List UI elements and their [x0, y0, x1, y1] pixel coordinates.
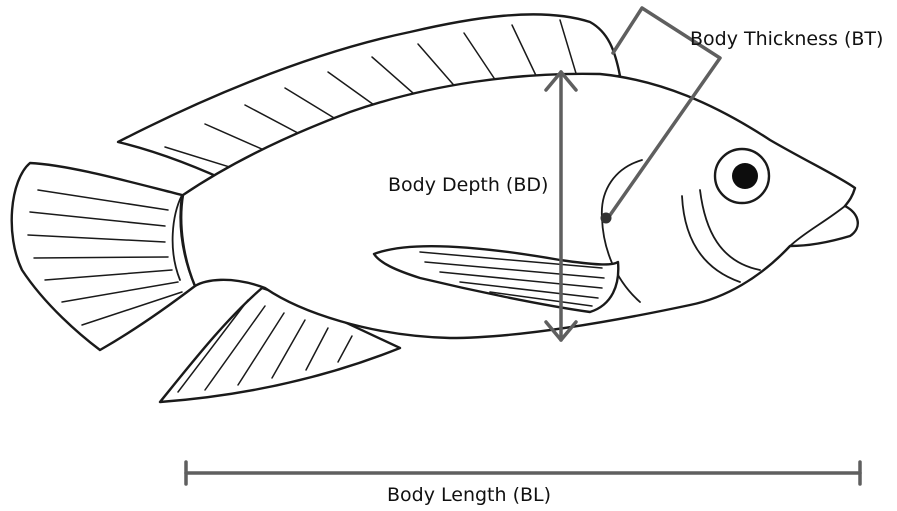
tail-fin	[12, 163, 195, 350]
body-length-bar	[186, 462, 860, 484]
body-length-label: Body Length (BL)	[387, 484, 551, 506]
body-thickness-point	[601, 213, 612, 224]
body-depth-label: Body Depth (BD)	[388, 174, 548, 196]
eye-icon	[715, 149, 769, 203]
body-thickness-label: Body Thickness (BT)	[690, 28, 883, 50]
